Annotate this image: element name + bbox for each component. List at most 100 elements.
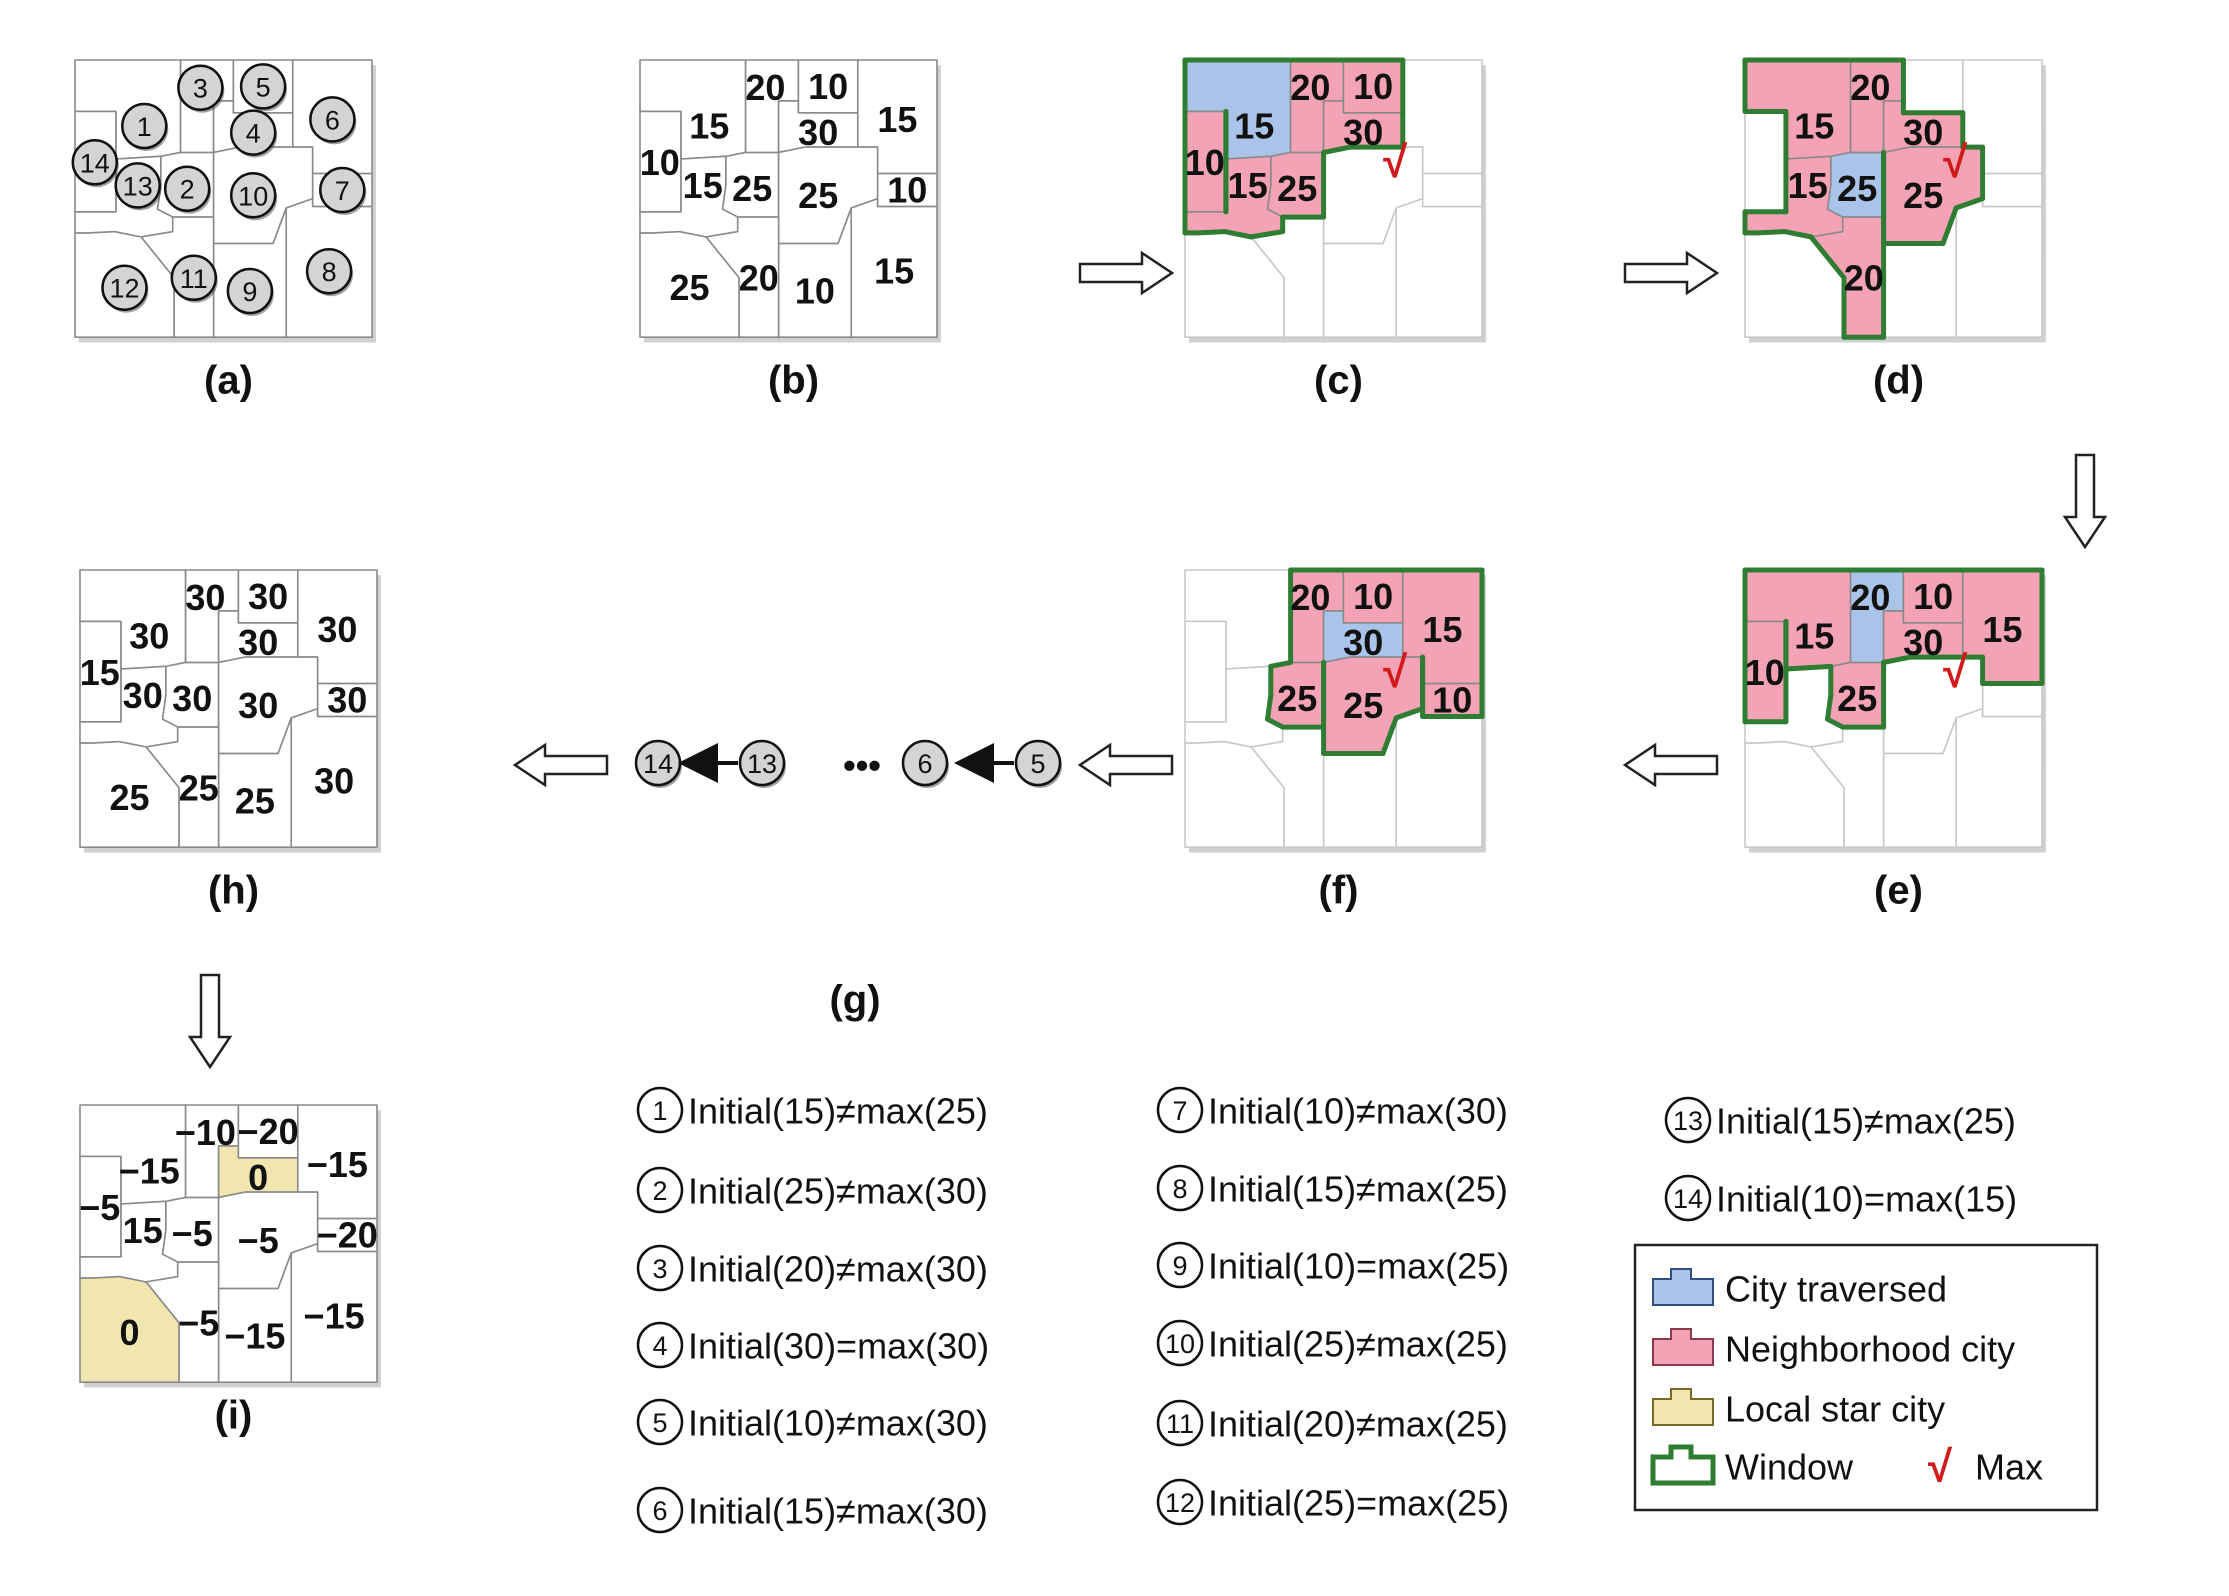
city-7-region bbox=[1981, 172, 2043, 208]
note-text: Initial(30)=max(30) bbox=[688, 1326, 989, 1367]
city-6-value: 15 bbox=[1422, 609, 1462, 650]
svg-text:14: 14 bbox=[80, 148, 110, 178]
flow-arrows bbox=[187, 250, 2108, 1070]
panel-label: (e) bbox=[1874, 869, 1923, 913]
city-5-region bbox=[237, 569, 299, 624]
window-outline-segment bbox=[1222, 229, 1254, 240]
window-outline-segment bbox=[1393, 706, 1426, 721]
city-12-value: 25 bbox=[109, 777, 149, 818]
city-2-value: 25 bbox=[1837, 168, 1877, 209]
note-text: Initial(25)≠max(25) bbox=[1208, 1324, 1508, 1365]
city-11-value: 20 bbox=[1844, 257, 1884, 298]
svg-text:6: 6 bbox=[325, 105, 340, 135]
panel-label: (a) bbox=[204, 359, 253, 403]
note-text: Initial(20)≠max(25) bbox=[1208, 1404, 1508, 1445]
city-4-value: 30 bbox=[798, 112, 838, 153]
city-4-value: 30 bbox=[1903, 112, 1943, 153]
window-outline-segment bbox=[1195, 229, 1228, 236]
sequence-city-14-badge: 14 bbox=[634, 739, 682, 788]
city-4-value: 0 bbox=[248, 1157, 268, 1198]
legend-traversed-label: City traversed bbox=[1725, 1269, 1947, 1310]
city-13-value: 15 bbox=[123, 1210, 163, 1251]
city-10-badge: 10 bbox=[229, 172, 278, 221]
city-1-value: 15 bbox=[1794, 106, 1834, 147]
panel-label: (d) bbox=[1873, 359, 1924, 403]
sequence-city-6-badge: 6 bbox=[901, 739, 949, 788]
city-4-value: 30 bbox=[238, 622, 278, 663]
city-4-value: 30 bbox=[1343, 112, 1383, 153]
flow-arrow bbox=[512, 742, 609, 788]
city-14-value: 15 bbox=[80, 652, 120, 693]
note-text: Initial(10)=max(15) bbox=[1716, 1179, 2017, 1220]
flow-arrow bbox=[1622, 742, 1719, 788]
city-12-value: 0 bbox=[119, 1312, 139, 1353]
flow-arrow bbox=[1078, 250, 1175, 296]
flow-arrow bbox=[187, 973, 233, 1070]
legend-neighborhood-label: Neighborhood city bbox=[1725, 1329, 2015, 1370]
city-4-value: 30 bbox=[1343, 622, 1383, 663]
city-1-value: −15 bbox=[119, 1151, 180, 1192]
city-6-value: 30 bbox=[317, 609, 357, 650]
sequence-city-13-badge: 13 bbox=[738, 739, 786, 788]
flow-arrow bbox=[1623, 250, 1720, 296]
city-5-value: 10 bbox=[1353, 66, 1393, 107]
legend-max-symbol: √ bbox=[1928, 1443, 1953, 1492]
city-3-value: 30 bbox=[185, 577, 225, 618]
city-6-value: 15 bbox=[1982, 609, 2022, 650]
city-7-value: 30 bbox=[327, 680, 367, 721]
city-3-value: 20 bbox=[745, 67, 785, 108]
svg-text:5: 5 bbox=[256, 72, 271, 102]
max-checkmark: √ bbox=[1383, 138, 1408, 187]
city-7-value: 10 bbox=[1432, 680, 1472, 721]
svg-text:3: 3 bbox=[193, 74, 208, 104]
panel-label: (b) bbox=[768, 359, 819, 403]
city-5-value: −20 bbox=[238, 1111, 299, 1152]
window-outline-segment bbox=[1265, 716, 1286, 730]
city-3-value: 20 bbox=[1290, 577, 1330, 618]
city-13-value: 30 bbox=[123, 675, 163, 716]
city-11-badge: 11 bbox=[170, 254, 218, 303]
city-2-badge: 2 bbox=[163, 165, 212, 214]
svg-text:10: 10 bbox=[238, 181, 268, 211]
window-outline-segment bbox=[1953, 196, 1986, 211]
svg-text:11: 11 bbox=[180, 264, 208, 294]
window-outline-segment bbox=[1940, 205, 1959, 246]
city-7-badge: 7 bbox=[319, 166, 367, 216]
note-text: Initial(10)≠max(30) bbox=[688, 1403, 988, 1444]
note-city-id: 9 bbox=[1172, 1251, 1187, 1281]
city-2-value: 30 bbox=[172, 678, 212, 719]
city-14-value: 10 bbox=[1185, 142, 1225, 183]
city-3-value: −10 bbox=[175, 1112, 236, 1153]
window-outline-segment bbox=[1881, 654, 1913, 665]
city-10-value: −5 bbox=[238, 1220, 279, 1261]
window-outline-segment bbox=[1265, 692, 1274, 722]
city-6-value: 15 bbox=[877, 99, 917, 140]
city-10-value: 25 bbox=[798, 175, 838, 216]
note-text: Initial(15)≠max(30) bbox=[688, 1491, 988, 1532]
svg-text:13: 13 bbox=[123, 171, 153, 201]
window-outline-segment bbox=[1268, 659, 1294, 669]
sequence-ellipsis: ••• bbox=[843, 745, 881, 786]
city-11-value: 25 bbox=[179, 767, 219, 808]
note-city-id: 3 bbox=[652, 1254, 667, 1284]
city-10-value: 30 bbox=[238, 685, 278, 726]
city-9-value: 25 bbox=[235, 781, 275, 822]
city-2-value: 25 bbox=[732, 168, 772, 209]
window-outline-segment bbox=[1808, 234, 1847, 281]
city-13-value: 15 bbox=[683, 165, 723, 206]
city-14-value: 10 bbox=[640, 142, 680, 183]
